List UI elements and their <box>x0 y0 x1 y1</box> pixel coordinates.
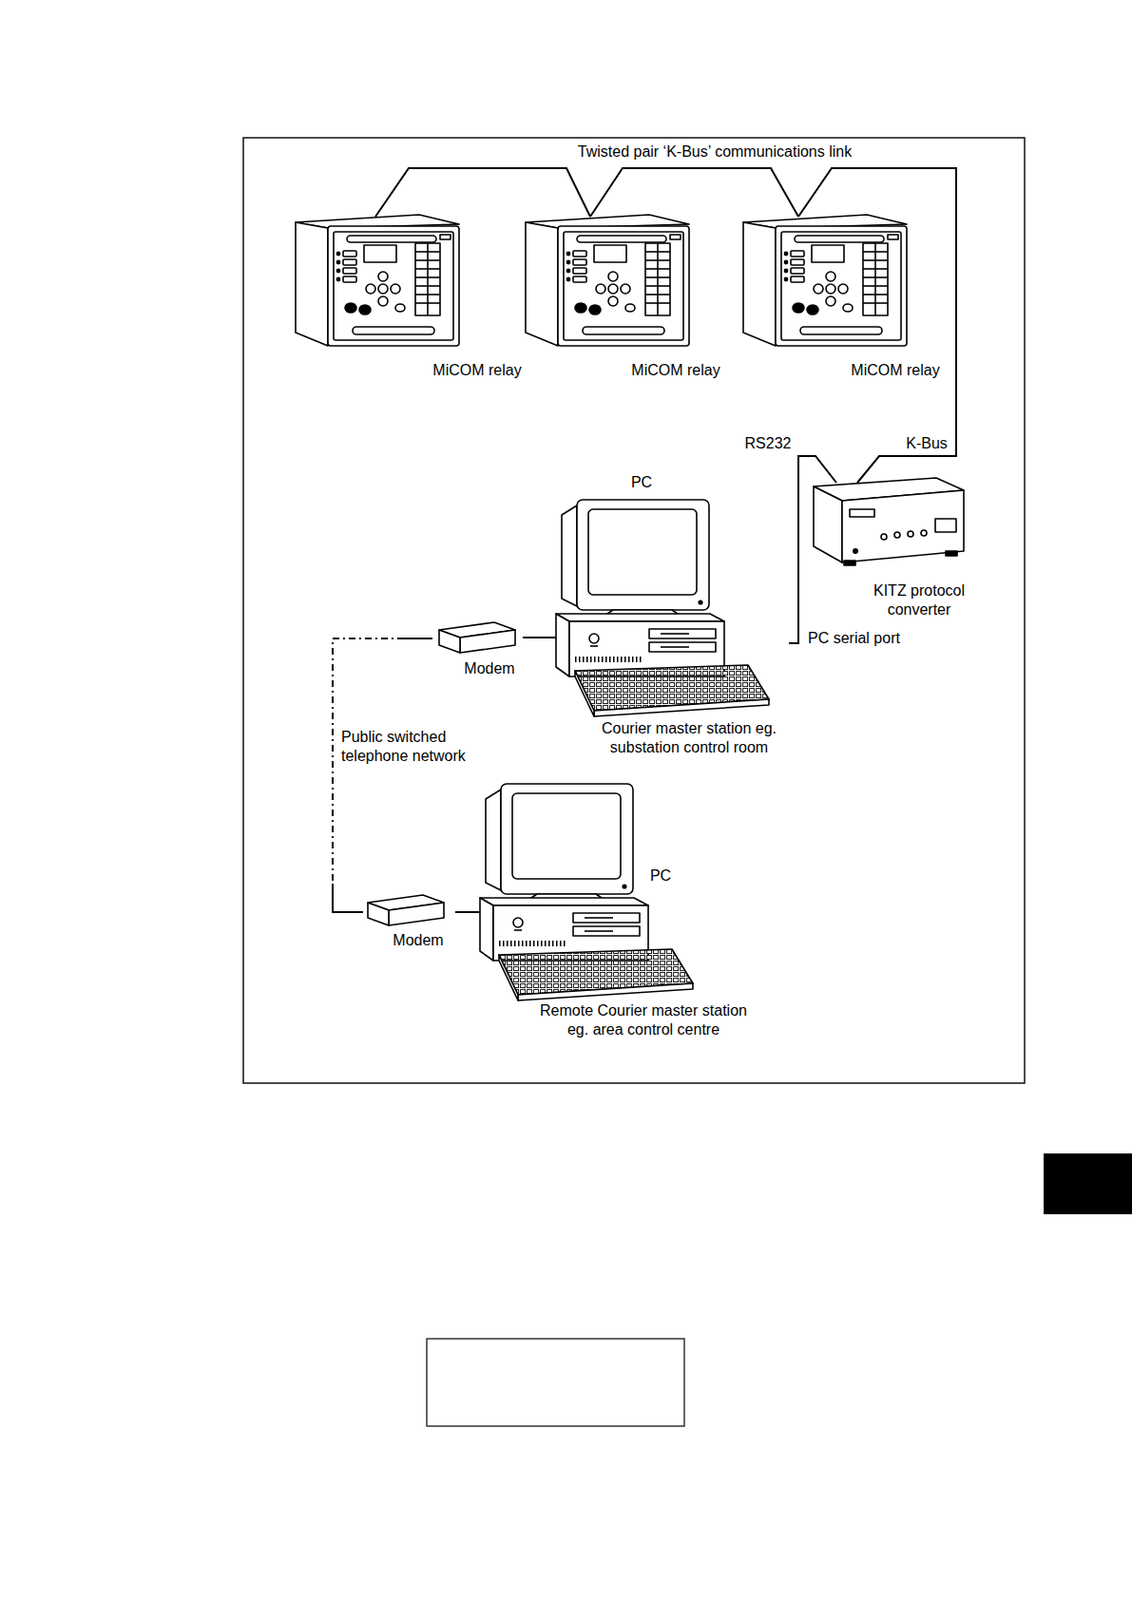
node-label: PC <box>631 473 653 493</box>
connector <box>375 168 591 217</box>
connector-label: RS232 <box>743 434 794 454</box>
connector-line <box>375 168 591 217</box>
port-label: PC serial port <box>805 629 902 649</box>
node-label: MiCOM relay <box>850 361 940 381</box>
outer-frame <box>243 137 1025 1084</box>
node-label: Modem <box>463 659 515 679</box>
connector-line <box>455 911 480 914</box>
relay-image <box>295 214 460 346</box>
node-label: MiCOM relay <box>631 361 720 381</box>
node-label: PC <box>650 866 672 886</box>
connector <box>522 637 557 639</box>
connector <box>788 456 837 644</box>
computer-node: PC Remote Courier master station eg. area… <box>479 777 753 1042</box>
connector <box>798 168 957 483</box>
modem-node: Modem <box>363 891 456 955</box>
computer-image <box>556 499 769 717</box>
section-tab <box>1043 1153 1132 1215</box>
node-caption: Courier master station eg. substation co… <box>592 719 787 758</box>
connector <box>332 638 433 913</box>
connector-label: Public switched telephone network <box>339 728 477 767</box>
connector-line <box>590 168 799 217</box>
relay-image <box>525 214 690 346</box>
empty-box <box>426 1339 685 1427</box>
modem-image <box>367 895 444 926</box>
node-caption: Remote Courier master station eg. area c… <box>537 1001 751 1040</box>
connector-line <box>788 456 837 644</box>
connector-line <box>403 637 433 640</box>
relay-node: MiCOM relay <box>737 216 942 384</box>
modem-image <box>439 622 516 653</box>
node-label: Modem <box>392 931 443 951</box>
relay-node: MiCOM relay <box>519 216 725 384</box>
computer-node: PC Courier master station eg. substation … <box>556 471 789 761</box>
converter-node: KITZ protocol converter <box>809 482 979 626</box>
kitz-converter-image <box>813 478 964 566</box>
computer-image <box>479 784 693 1001</box>
connector-label: K-Bus <box>903 434 950 454</box>
node-label: KITZ protocol converter <box>862 581 977 620</box>
connector <box>590 168 799 217</box>
link-title: Twisted pair ‘K-Bus’ communications link <box>575 142 854 162</box>
relay-image <box>743 214 907 346</box>
connector-line <box>332 883 364 913</box>
modem-node: Modem <box>432 619 523 683</box>
connector <box>455 912 480 914</box>
connector-line <box>522 636 557 639</box>
connector-line <box>798 168 957 483</box>
relay-node: MiCOM relay <box>289 216 524 384</box>
node-label: MiCOM relay <box>432 361 521 381</box>
